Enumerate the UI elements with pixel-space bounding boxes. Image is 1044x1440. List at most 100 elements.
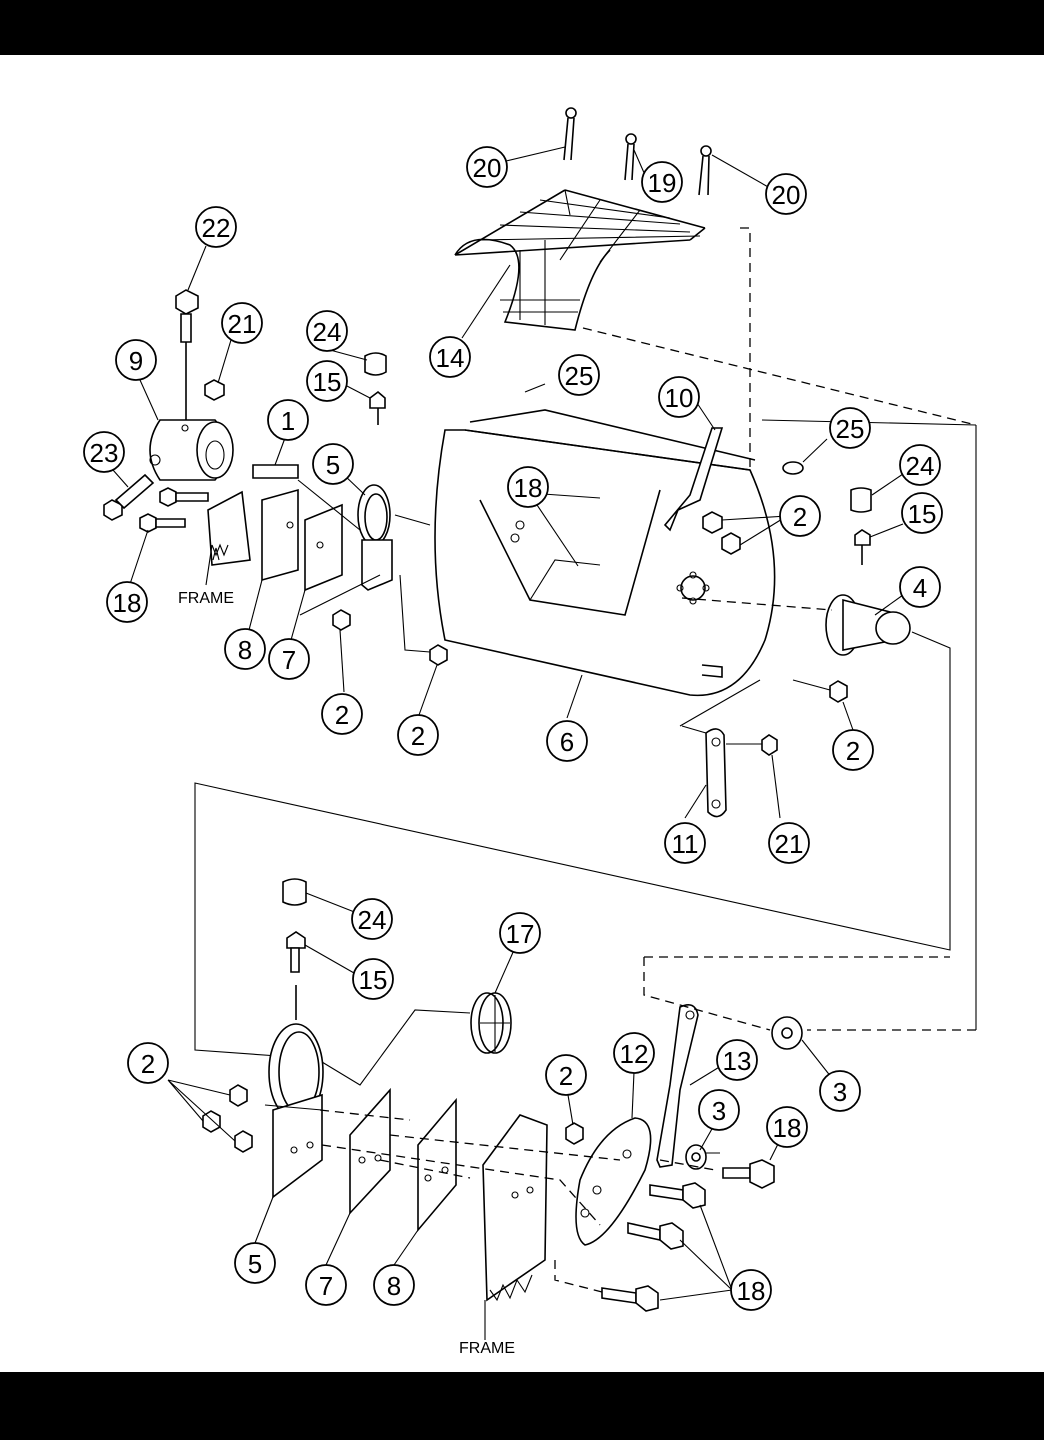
callout-8-lower: 8 (373, 1264, 415, 1306)
callout-15-upper-left: 15 (306, 360, 348, 402)
svg-text:7: 7 (282, 645, 296, 675)
svg-text:13: 13 (723, 1046, 752, 1076)
callout-24-lower: 24 (351, 898, 393, 940)
svg-text:6: 6 (560, 727, 574, 757)
svg-text:18: 18 (113, 588, 142, 618)
svg-text:18: 18 (773, 1113, 802, 1143)
callout-5-upper: 5 (312, 443, 354, 485)
callout-9: 9 (115, 339, 157, 381)
svg-text:24: 24 (906, 451, 935, 481)
callout-2-upper-b: 2 (397, 714, 439, 756)
callout-11: 11 (664, 822, 706, 864)
callout-6: 6 (546, 720, 588, 762)
svg-text:2: 2 (793, 502, 807, 532)
svg-text:2: 2 (846, 736, 860, 766)
svg-text:11: 11 (672, 829, 699, 859)
svg-text:15: 15 (359, 965, 388, 995)
upper-left-assembly (103, 289, 448, 666)
callout-25-left: 25 (558, 354, 600, 396)
svg-text:2: 2 (141, 1049, 155, 1079)
callout-20-left: 20 (466, 146, 508, 188)
svg-text:4: 4 (913, 573, 927, 603)
svg-text:17: 17 (506, 919, 535, 949)
lever-part (663, 427, 724, 532)
svg-text:12: 12 (620, 1039, 649, 1069)
callout-18-lower-right: 18 (766, 1106, 808, 1148)
callout-24-right: 24 (899, 444, 941, 486)
frame-label-lower: FRAME (459, 1340, 515, 1357)
callout-4: 4 (899, 566, 941, 608)
svg-text:25: 25 (836, 414, 865, 444)
svg-text:19: 19 (648, 168, 677, 198)
svg-text:15: 15 (313, 367, 342, 397)
leader-lines (112, 146, 904, 1301)
svg-text:3: 3 (712, 1096, 726, 1126)
callout-7-lower: 7 (305, 1264, 347, 1306)
callout-18-upper-left: 18 (106, 581, 148, 623)
svg-text:2: 2 (411, 721, 425, 751)
svg-text:2: 2 (335, 700, 349, 730)
svg-text:2: 2 (559, 1061, 573, 1091)
svg-text:8: 8 (387, 1271, 401, 1301)
callout-18-drum: 18 (507, 466, 549, 508)
callout-15-lower: 15 (352, 958, 394, 1000)
svg-text:1: 1 (281, 406, 295, 436)
callout-5-lower: 5 (234, 1242, 276, 1284)
upper-right-assembly (701, 461, 911, 818)
callout-8-upper: 8 (224, 628, 266, 670)
callout-22: 22 (195, 206, 237, 248)
frame-arrow-upper (205, 544, 213, 586)
callout-14: 14 (429, 336, 471, 378)
svg-text:22: 22 (202, 213, 231, 243)
callout-7-upper: 7 (268, 638, 310, 680)
drum-part (434, 409, 776, 697)
svg-text:7: 7 (319, 1271, 333, 1301)
svg-text:3: 3 (833, 1077, 847, 1107)
svg-text:18: 18 (514, 473, 543, 503)
callout-25-right: 25 (829, 407, 871, 449)
callout-1: 1 (267, 399, 309, 441)
pins (563, 107, 712, 196)
callout-10: 10 (658, 376, 700, 418)
callout-23: 23 (83, 431, 125, 473)
svg-text:21: 21 (228, 309, 257, 339)
callout-2-drum: 2 (779, 495, 821, 537)
callout-21-lower: 21 (768, 822, 810, 864)
callout-21-upper: 21 (221, 302, 263, 344)
svg-text:18: 18 (737, 1276, 766, 1306)
svg-text:24: 24 (313, 317, 342, 347)
callout-20-right: 20 (765, 173, 807, 215)
top-black-band (0, 0, 1044, 55)
grate-part (454, 189, 706, 331)
svg-text:20: 20 (772, 180, 801, 210)
callout-2-lower-left: 2 (127, 1042, 169, 1084)
svg-text:5: 5 (248, 1249, 262, 1279)
svg-text:25: 25 (565, 361, 594, 391)
callout-15-right: 15 (901, 492, 943, 534)
callout-2-hub: 2 (832, 729, 874, 771)
svg-text:9: 9 (129, 346, 143, 376)
svg-text:20: 20 (473, 153, 502, 183)
callout-24-upper-left: 24 (306, 310, 348, 352)
svg-text:15: 15 (908, 499, 937, 529)
callout-18-lower: 18 (730, 1269, 772, 1311)
svg-text:10: 10 (665, 383, 694, 413)
callout-3-lower: 3 (698, 1089, 740, 1131)
frame-label-upper: FRAME (178, 590, 234, 607)
svg-text:8: 8 (238, 635, 252, 665)
lower-assembly (202, 878, 803, 1312)
svg-text:14: 14 (436, 343, 465, 373)
svg-text:23: 23 (90, 438, 119, 468)
svg-text:24: 24 (358, 905, 387, 935)
callout-3-lower-right: 3 (819, 1070, 861, 1112)
callout-12: 12 (613, 1032, 655, 1074)
callout-19: 19 (641, 161, 683, 203)
svg-text:21: 21 (775, 829, 804, 859)
svg-text:5: 5 (326, 450, 340, 480)
callout-2-upper-a: 2 (321, 693, 363, 735)
callout-2-lower: 2 (545, 1054, 587, 1096)
callout-13: 13 (716, 1039, 758, 1081)
bottom-black-band (0, 1372, 1044, 1440)
callout-17: 17 (499, 912, 541, 954)
